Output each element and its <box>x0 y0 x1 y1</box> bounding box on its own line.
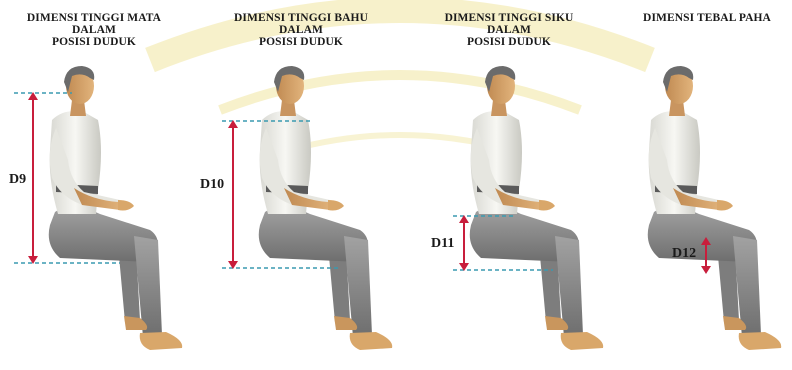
panel-eye-height: DIMENSI TINGGI MATA DALAM POSISI DUDUK D… <box>0 0 198 370</box>
seated-person-figure <box>613 0 792 370</box>
dimension-label: D10 <box>200 177 224 193</box>
panel-shoulder-height: DIMENSI TINGGI BAHU DALAM POSISI DUDUK D… <box>198 0 413 370</box>
panel-elbow-height: DIMENSI TINGGI SIKU DALAM POSISI DUDUK D… <box>413 0 613 370</box>
seated-person-figure <box>413 0 613 370</box>
dimension-label: D9 <box>9 172 26 188</box>
seated-person-figure <box>0 0 198 370</box>
dimension-label: D12 <box>672 246 696 262</box>
dimension-label: D11 <box>431 236 454 252</box>
panel-thigh-thickness: DIMENSI TEBAL PAHA D12 <box>613 0 792 370</box>
seated-person-figure <box>198 0 413 370</box>
